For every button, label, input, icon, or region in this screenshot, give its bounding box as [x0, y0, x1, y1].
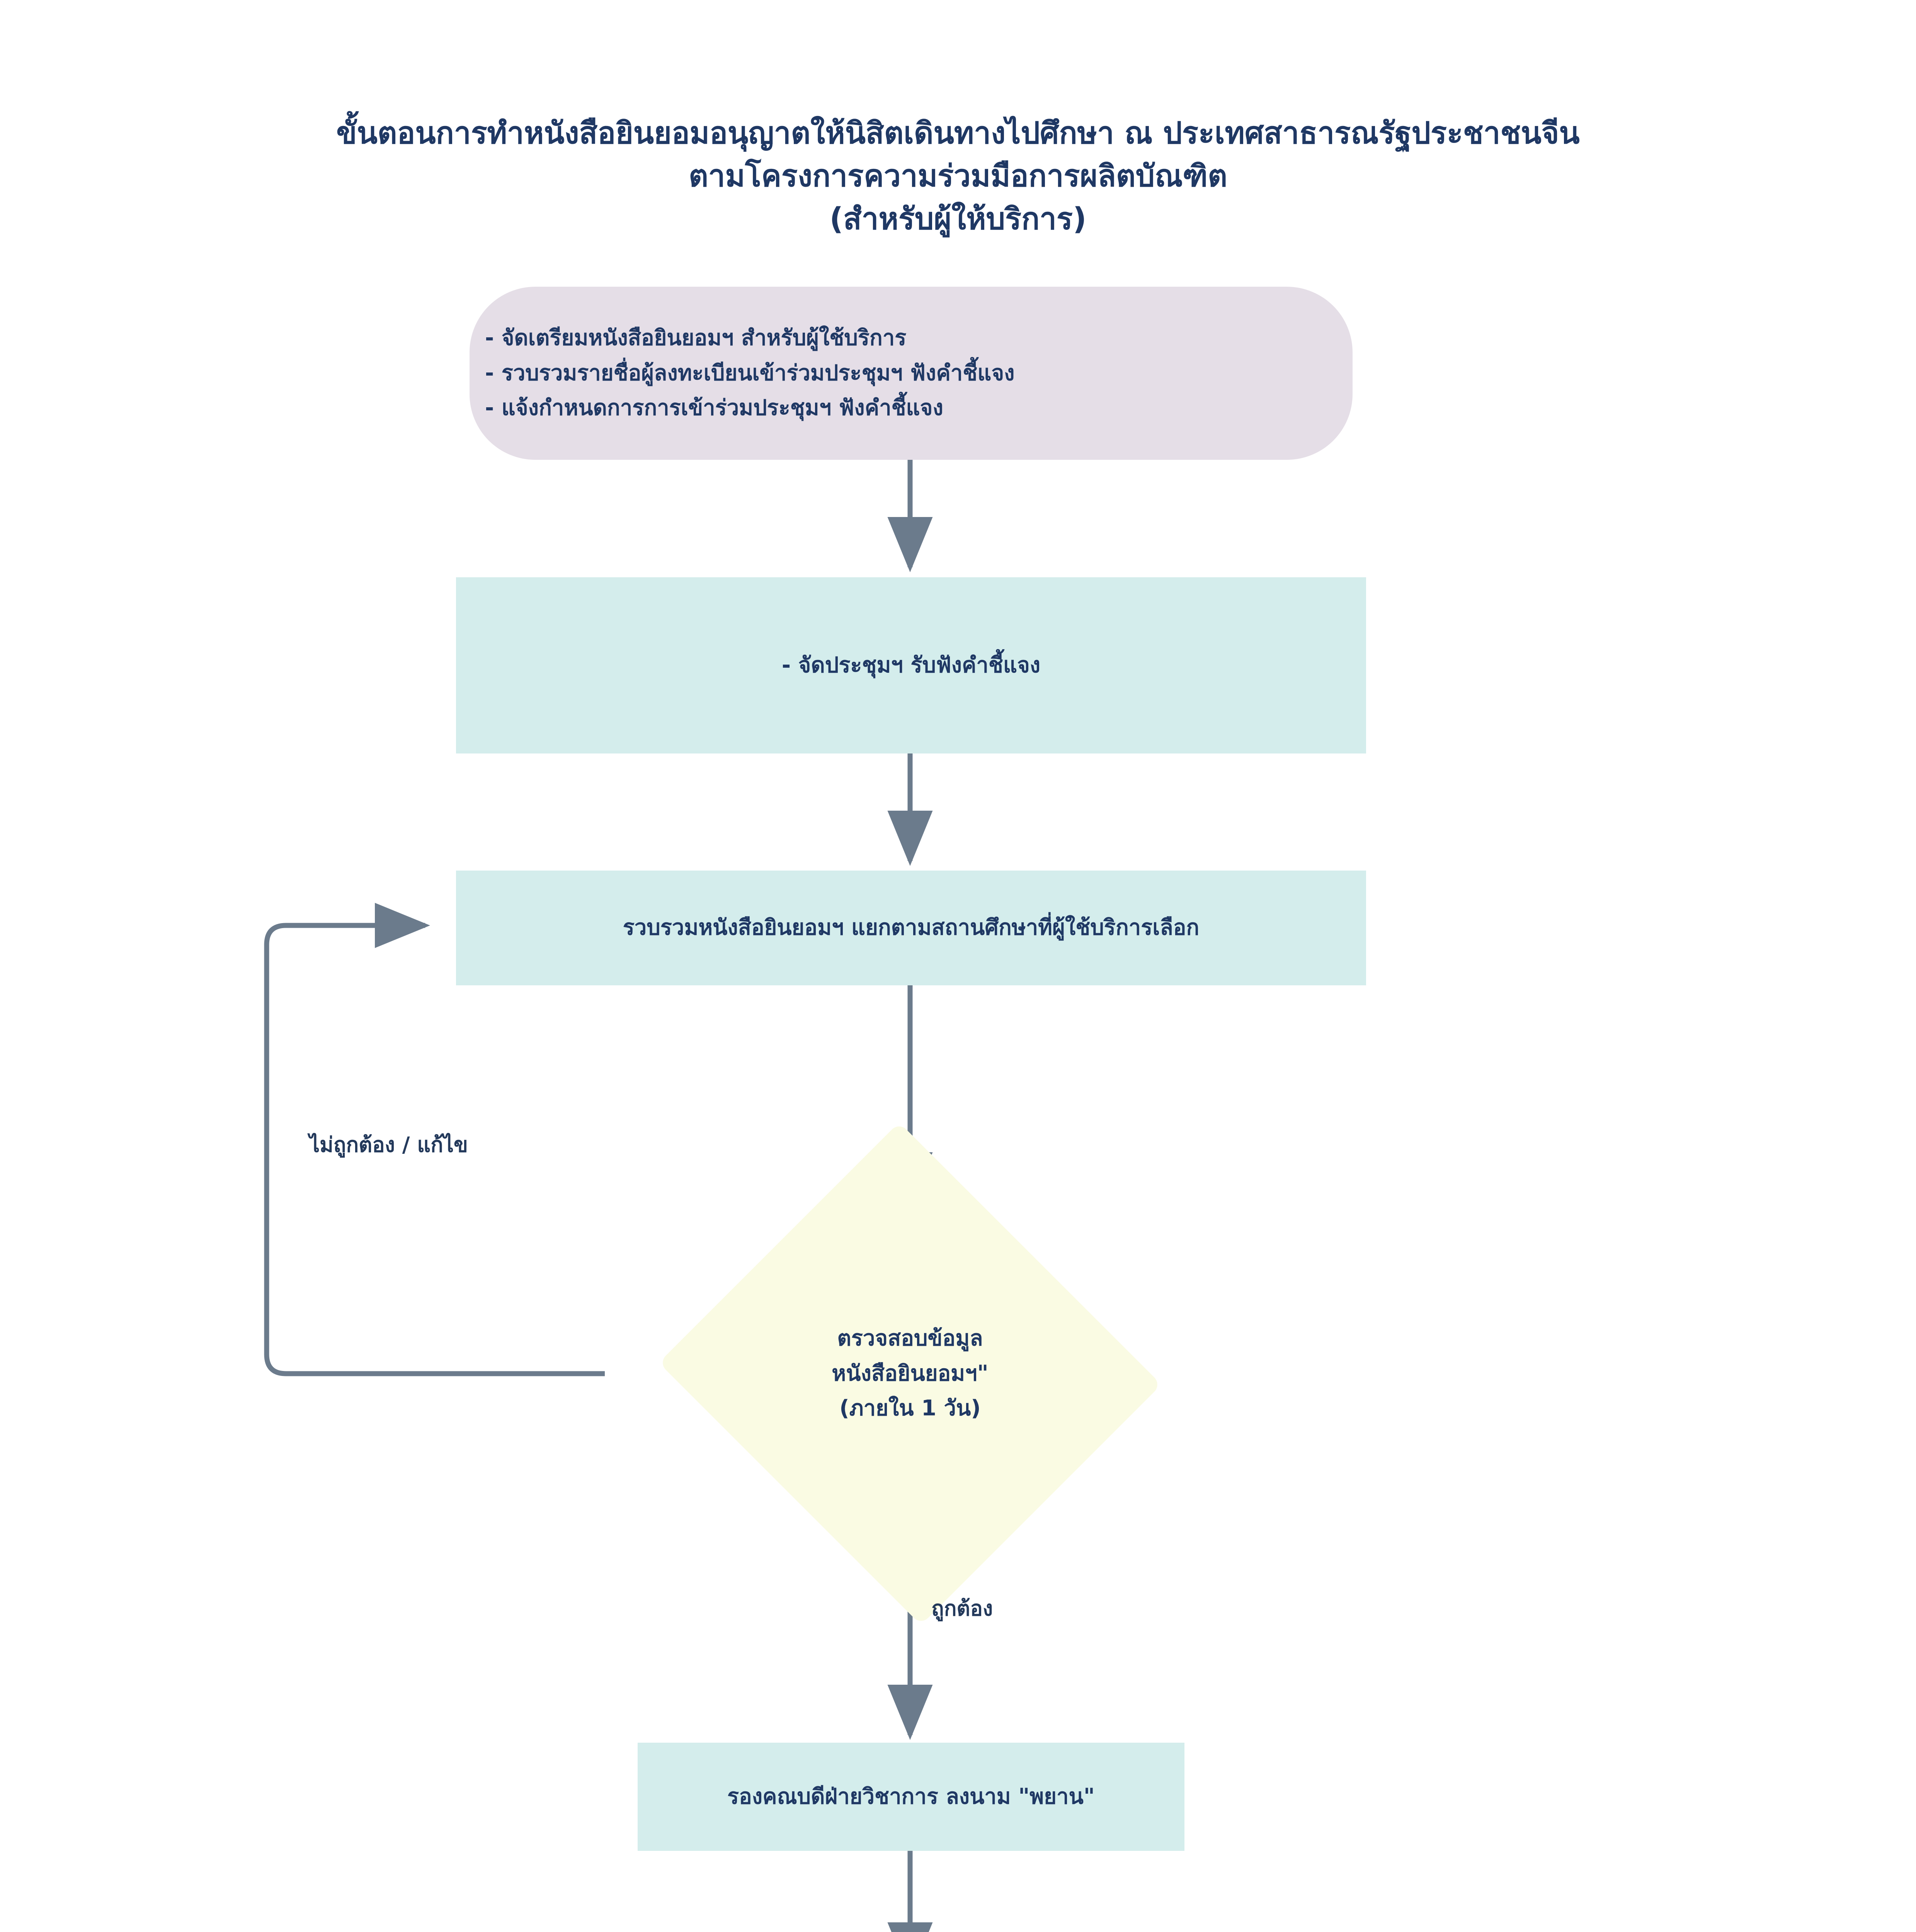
node-check-line-3: (ภายใน 1 วัน) [839, 1396, 981, 1421]
node-start-line-2: - รวบรวมรายชื่อผู้ลงทะเบียนเข้าร่วมประชุ… [485, 360, 1015, 386]
node-meeting[interactable]: - จัดประชุมฯ รับฟังคำชี้แจง [456, 577, 1366, 753]
node-check-decision[interactable]: ตรวจสอบข้อมูล หนังสือยินยอมฯ" (ภายใน 1 ว… [659, 1122, 1162, 1625]
node-meeting-line-1: - จัดประชุมฯ รับฟังคำชี้แจง [781, 652, 1041, 678]
edge-label-accept: ถูกต้อง [931, 1596, 993, 1621]
title-line-3: (สำหรับผู้ให้บริการ) [829, 201, 1087, 236]
node-start[interactable]: - จัดเตรียมหนังสือยินยอมฯ สำหรับผู้ใช้บร… [470, 287, 1353, 460]
title-line-2: ตามโครงการความร่วมมือการผลิตบัณฑิต [689, 158, 1227, 194]
node-check-line-2: หนังสือยินยอมฯ" [832, 1361, 989, 1386]
edge-label-reject: ไม่ถูกต้อง / แก้ไข [309, 1133, 468, 1157]
node-collect-line-1: รวบรวมหนังสือยินยอมฯ แยกตามสถานศึกษาที่ผ… [623, 915, 1200, 940]
node-start-line-1: - จัดเตรียมหนังสือยินยอมฯ สำหรับผู้ใช้บร… [485, 325, 907, 350]
title-line-1: ขั้นตอนการทำหนังสือยินยอมอนุญาตให้นิสิตเ… [336, 116, 1580, 151]
node-deputy-dean[interactable]: รองคณบดีฝ่ายวิชาการ ลงนาม "พยาน" [638, 1743, 1184, 1851]
node-check-line-1: ตรวจสอบข้อมูล [837, 1325, 983, 1351]
node-start-line-3: - แจ้งกำหนดการการเข้าร่วมประชุมฯ ฟังคำชี… [485, 395, 943, 421]
node-deputy-dean-line-1: รองคณบดีฝ่ายวิชาการ ลงนาม "พยาน" [727, 1784, 1095, 1809]
node-collect[interactable]: รวบรวมหนังสือยินยอมฯ แยกตามสถานศึกษาที่ผ… [456, 871, 1366, 985]
diamond-label: ตรวจสอบข้อมูล หนังสือยินยอมฯ" (ภายใน 1 ว… [725, 1204, 1096, 1544]
page-title: ขั้นตอนการทำหนังสือยินยอมอนุญาตให้นิสิตเ… [0, 112, 1916, 240]
